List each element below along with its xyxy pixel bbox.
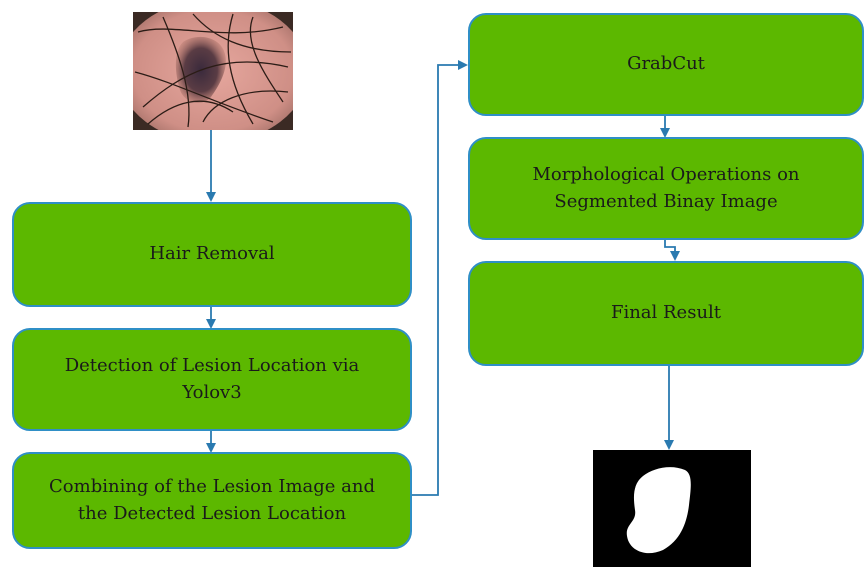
combining-node: Combining of the Lesion Image and the De… (12, 452, 412, 549)
grabcut-label: GrabCut (627, 51, 705, 77)
hair-removal-node: Hair Removal (12, 202, 412, 307)
morphological-operations-node: Morphological Operations on Segmented Bi… (468, 137, 864, 240)
arrow-morph-to-final (665, 240, 675, 259)
hair-removal-label: Hair Removal (149, 241, 274, 267)
morph-label-line2: Segmented Binay Image (554, 189, 777, 215)
final-result-node: Final Result (468, 261, 864, 366)
final-result-label: Final Result (611, 300, 721, 326)
combining-label-line1: Combining of the Lesion Image and (49, 474, 375, 500)
lesion-detection-node: Detection of Lesion Location via Yolov3 (12, 328, 412, 431)
lesion-detection-label-line2: Yolov3 (182, 380, 241, 406)
arrow-combining-to-grabcut (412, 65, 466, 495)
lesion-detection-label-line1: Detection of Lesion Location via (65, 353, 360, 379)
combining-label-line2: the Detected Lesion Location (78, 501, 346, 527)
grabcut-node: GrabCut (468, 13, 864, 116)
morph-label-line1: Morphological Operations on (532, 162, 799, 188)
